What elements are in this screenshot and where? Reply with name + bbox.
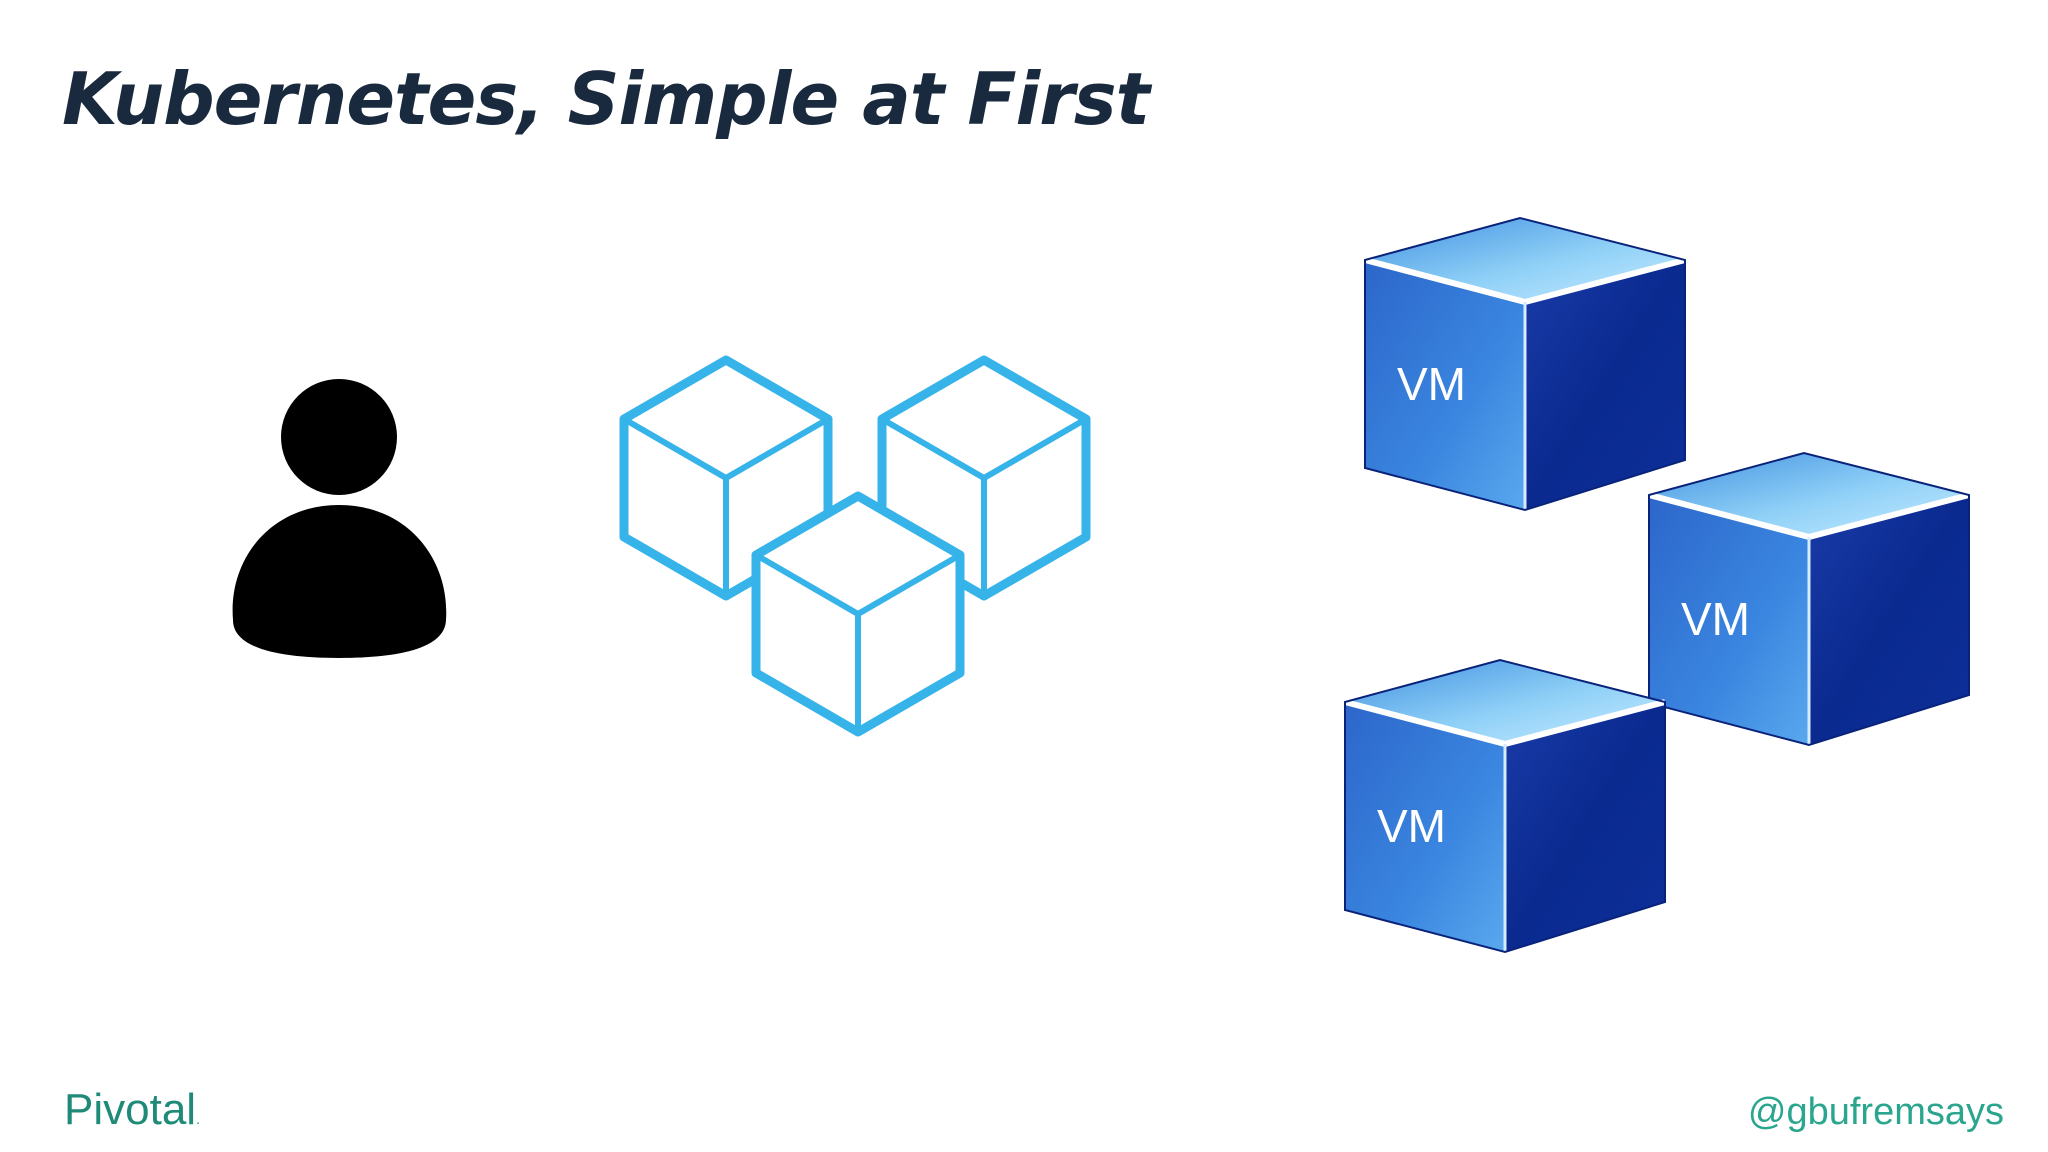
brand-logo: Pivotal.	[64, 1080, 200, 1149]
user-icon-head	[281, 379, 397, 495]
containers-icon	[624, 360, 1086, 732]
user-icon-body	[232, 505, 447, 658]
vm-label: VM	[1397, 358, 1466, 410]
vm-label: VM	[1681, 593, 1750, 645]
twitter-handle: @gbufremsays	[1747, 1091, 2004, 1133]
vm-cube-top: VM	[1365, 218, 1685, 510]
user-icon	[232, 379, 447, 658]
vm-cube-bottom: VM	[1345, 660, 1665, 952]
brand-mark: .	[196, 1111, 200, 1127]
slide-title: Kubernetes, Simple at First	[62, 57, 1150, 141]
vm-cube-right: VM	[1649, 453, 1969, 745]
vm-label: VM	[1377, 800, 1446, 852]
brand-name: Pivotal	[64, 1085, 197, 1134]
